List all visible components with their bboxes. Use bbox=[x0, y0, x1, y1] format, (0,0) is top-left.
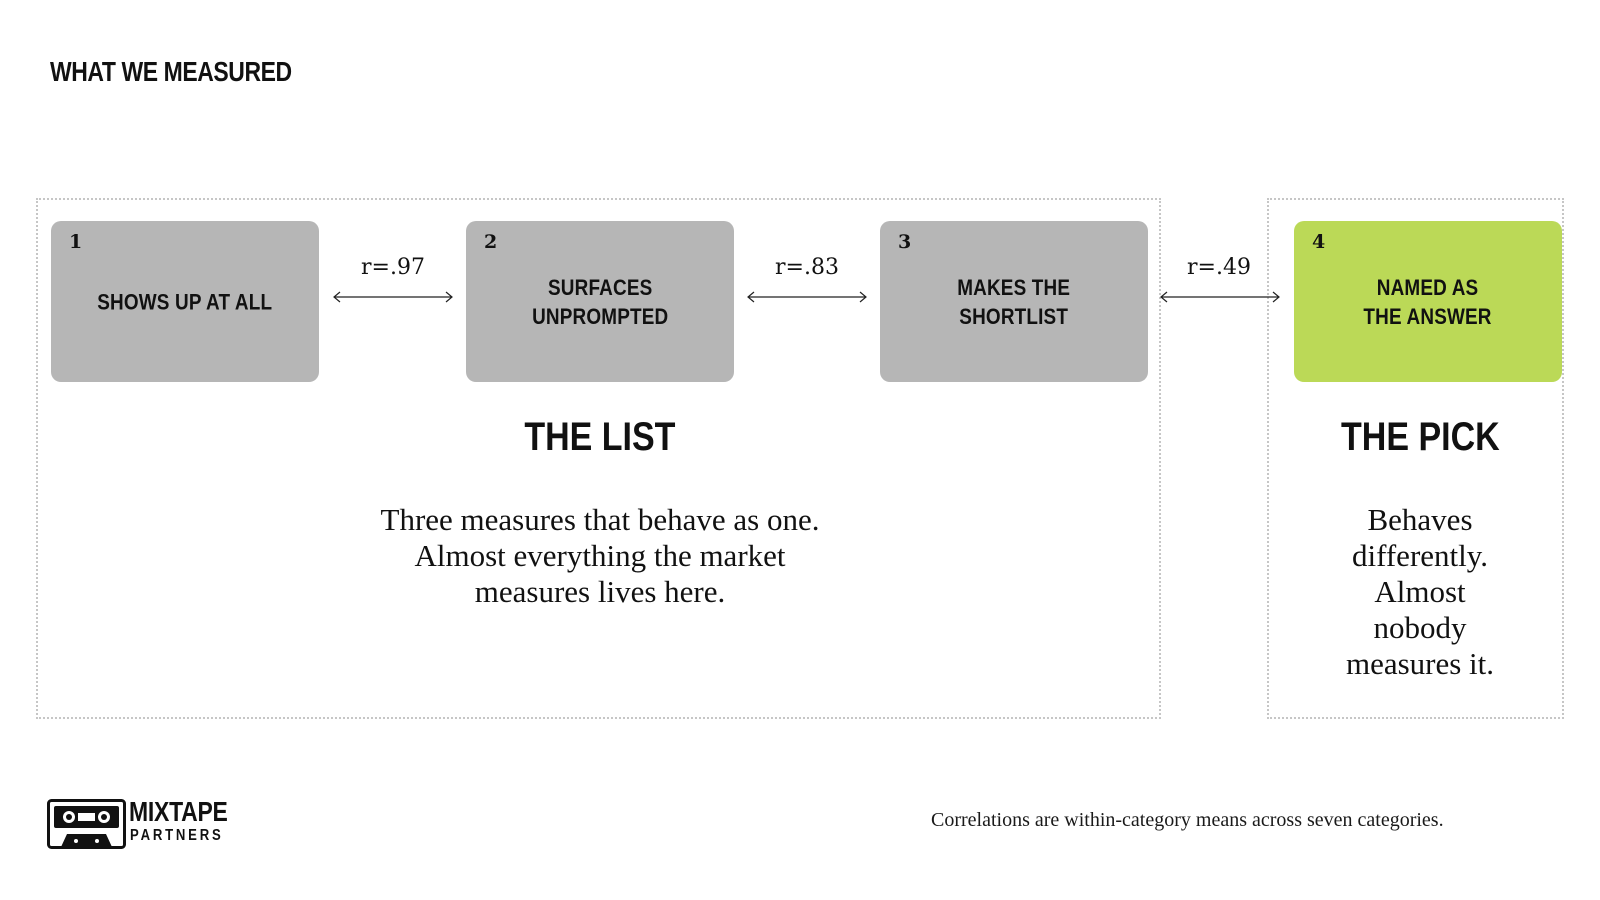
logo-wordmark-mixtape: MIXTAPE bbox=[129, 796, 228, 827]
stage-2-box: 2 SURFACES UNPROMPTED bbox=[466, 221, 734, 382]
footnote: Correlations are within-category means a… bbox=[931, 809, 1444, 831]
double-arrow-icon bbox=[1160, 291, 1280, 303]
stage-4-label: NAMED AS THE ANSWER bbox=[1363, 274, 1493, 329]
the-pick-group bbox=[1267, 198, 1564, 719]
correlation-3-4: r=.49 bbox=[1187, 255, 1251, 280]
stage-1-label: SHOWS UP AT ALL bbox=[97, 289, 273, 314]
the-list-group bbox=[36, 198, 1161, 719]
the-pick-title: THE PICK bbox=[1340, 415, 1500, 459]
stage-4-number: 4 bbox=[1312, 231, 1326, 253]
stage-3-box: 3 MAKES THE SHORTLIST bbox=[880, 221, 1148, 382]
stage-2-label: SURFACES UNPROMPTED bbox=[531, 274, 669, 329]
the-pick-description: Behaves differently. Almost nobody measu… bbox=[1345, 502, 1495, 681]
stage-1-box: 1 SHOWS UP AT ALL bbox=[51, 221, 319, 382]
double-arrow-icon bbox=[747, 291, 867, 303]
correlation-2-3: r=.83 bbox=[775, 255, 839, 280]
correlation-1-2: r=.97 bbox=[361, 255, 425, 280]
stage-2-number: 2 bbox=[484, 231, 498, 253]
double-arrow-icon bbox=[333, 291, 453, 303]
cassette-logo-icon bbox=[47, 799, 126, 849]
stage-4-box: 4 NAMED AS THE ANSWER bbox=[1294, 221, 1562, 382]
stage-3-label: MAKES THE SHORTLIST bbox=[957, 274, 1071, 329]
stage-1-number: 1 bbox=[69, 231, 83, 253]
the-list-title: THE LIST bbox=[524, 415, 676, 459]
the-list-description: Three measures that behave as one. Almos… bbox=[380, 502, 820, 609]
stage-3-number: 3 bbox=[898, 231, 912, 253]
logo-wordmark-partners: PARTNERS bbox=[130, 827, 224, 844]
page-title: WHAT WE MEASURED bbox=[50, 56, 292, 87]
